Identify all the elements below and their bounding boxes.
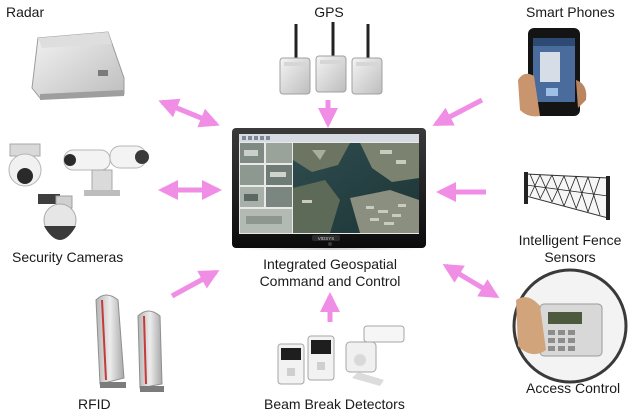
- security-cameras-devices: [8, 143, 149, 240]
- smart-phone-device: [518, 28, 587, 117]
- fence-sensor-device: [524, 172, 610, 220]
- app-toolbar: [239, 134, 419, 142]
- dome-camera: [8, 143, 42, 187]
- rfid-gate: [95, 294, 126, 388]
- access-control-label: Access Control: [526, 380, 621, 396]
- beam-break-devices: [277, 325, 405, 386]
- security-cameras-label: Security Cameras: [12, 249, 124, 265]
- rfid-label: RFID: [78, 396, 111, 412]
- brand-logo: [312, 235, 340, 241]
- beam-sensor: [277, 343, 305, 385]
- radar-device: [31, 31, 125, 100]
- power-led: [328, 242, 332, 246]
- motion-flood-light: [345, 325, 405, 386]
- radar-connector: [158, 98, 220, 128]
- pendant-dome-camera: [38, 194, 77, 240]
- fence-label-line1: Intelligent Fence: [518, 232, 622, 248]
- brand-logo-text: VIDSYS: [318, 236, 335, 241]
- rfid-connector: [170, 269, 220, 299]
- connectors: [158, 97, 500, 322]
- satellite-map: [293, 143, 419, 233]
- camera-thumbnails: [240, 143, 292, 233]
- intelligent-fence-sensors-label: Intelligent Fence Sensors: [508, 232, 632, 266]
- ptz-camera: [63, 145, 149, 196]
- radar-label: Radar: [6, 4, 45, 20]
- gps-devices: [279, 22, 383, 95]
- smart-phones-label: Smart Phones: [526, 4, 615, 20]
- smart-phones-connector: [432, 97, 484, 127]
- hub-label-line2: Command and Control: [259, 273, 401, 289]
- rfid-gate: [137, 310, 164, 392]
- rfid-gates: [95, 294, 164, 392]
- hub-label-line1: Integrated Geospatial: [263, 256, 397, 272]
- gps-unit: [315, 22, 347, 93]
- hub-label: Integrated Geospatial Command and Contro…: [226, 256, 434, 290]
- toolbar-dots: [242, 136, 270, 140]
- gps-unit: [351, 24, 383, 95]
- beam-break-detectors-label: Beam Break Detectors: [264, 396, 405, 412]
- fence-label-line2: Sensors: [544, 249, 596, 265]
- gps-label: GPS: [314, 4, 344, 20]
- gps-unit: [279, 24, 311, 95]
- access-control-device: [512, 268, 628, 384]
- access-control-connector: [442, 263, 500, 299]
- command-monitor: VIDSYS: [232, 128, 426, 250]
- beam-sensor: [307, 335, 335, 381]
